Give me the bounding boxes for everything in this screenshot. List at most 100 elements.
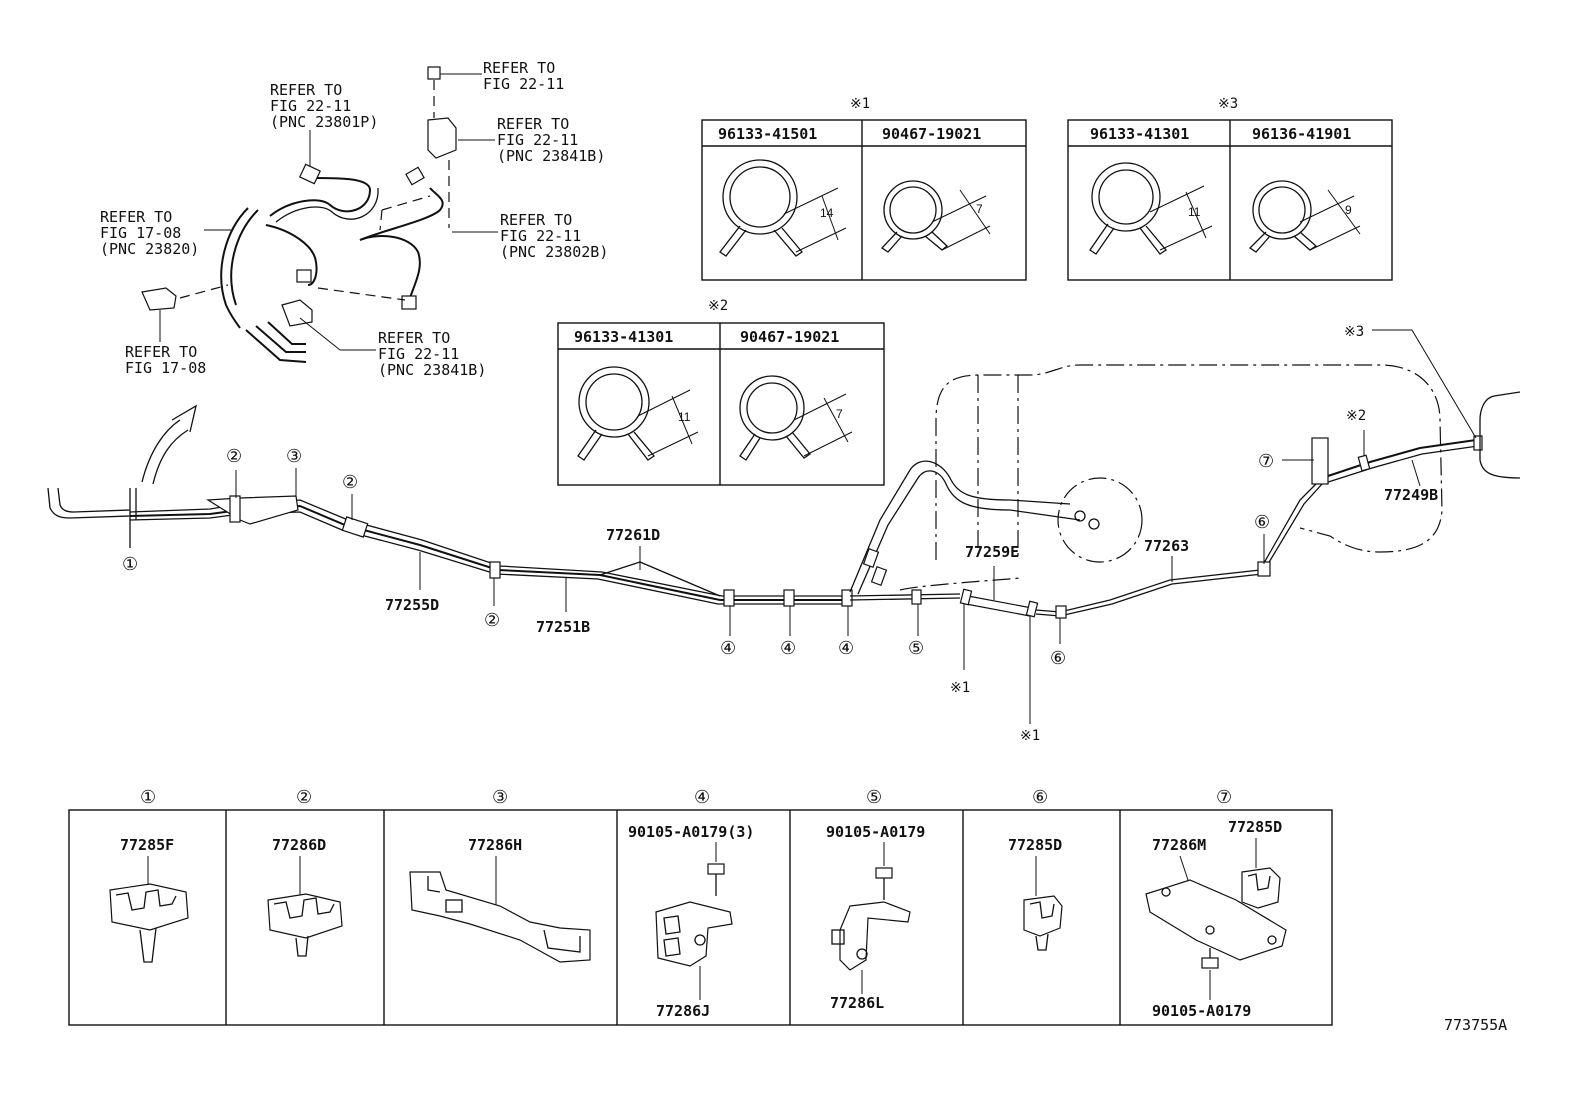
clamp-mark: ※1 [950,680,970,696]
legend-header: ② [296,787,312,807]
quick-connector [405,166,425,186]
clip [141,287,177,311]
callout-2[interactable]: ② [226,446,242,466]
clip [489,561,501,579]
legend-part-number[interactable]: 77285D [1228,818,1282,836]
hose-clamp-icon [719,159,847,257]
connector [862,548,880,568]
callout-3[interactable]: ③ [286,446,302,466]
ref-fig-22-11-23841b-bottom[interactable]: REFER TO FIG 22-11 (PNC 23841B) [378,329,486,379]
bracket [1311,437,1329,485]
bracket-77286j-icon [655,863,733,967]
callout-4[interactable]: ④ [720,638,736,658]
clip-bracket [281,299,313,327]
pipe-label-77249b[interactable]: 77249B [1384,486,1438,504]
bracket-77286l-icon [831,867,911,971]
callout-6[interactable]: ⑥ [1254,512,1270,532]
pipe-label-77263[interactable]: 77263 [1144,537,1189,555]
hose-clamp-icon [1089,162,1213,255]
callout-7[interactable]: ⑦ [1258,451,1274,471]
callout-4[interactable]: ④ [780,638,796,658]
callout-5[interactable]: ⑤ [908,638,924,658]
fuel-tube [269,177,372,217]
hard-pipe [245,329,307,363]
pipe-label-77259e[interactable]: 77259E [965,543,1019,561]
hard-pipe [267,321,306,345]
hose-clamp-icon [739,375,853,461]
callout-6[interactable]: ⑥ [1050,648,1066,668]
clamp-dimension: 14 [820,206,834,220]
legend-header: ① [140,787,156,807]
legend-part-number[interactable]: 90105-A0179(3) [628,823,754,841]
leader-line [179,284,229,299]
clamp-table-3: ※3 96133-41301 96136-41901 11 9 [1067,96,1393,281]
quick-connector [298,163,322,185]
fuel-line-routing [47,329,1521,724]
clamp-table-1: ※1 96133-41501 90467-19021 14 7 [701,96,1027,281]
ref-fig-17-08-23820[interactable]: REFER TO FIG 17-08 (PNC 23820) [100,208,199,258]
legend-part-number[interactable]: 77286H [468,836,522,854]
legend-part-number[interactable]: 90105-A0179 [1152,1002,1251,1020]
leader-line [299,317,341,351]
ref-fig-17-08[interactable]: REFER TO FIG 17-08 [125,343,206,377]
callout-4[interactable]: ④ [838,638,854,658]
bracket [206,495,299,525]
clamp-part-number[interactable]: 96136-41901 [1252,125,1351,143]
arrowhead-icon [171,404,197,433]
pipe-label-77251b[interactable]: 77251B [536,618,590,636]
legend-part-number[interactable]: 77286J [656,1002,710,1020]
hose-line [230,209,259,306]
callout-2[interactable]: ② [342,472,358,492]
clamp-part-number[interactable]: 96133-41301 [1090,125,1189,143]
pipe-label-77255d[interactable]: 77255D [385,596,439,614]
legend-part-number[interactable]: 77285F [120,836,174,854]
arrow-icon [141,419,181,483]
legend-header: ⑦ [1216,787,1232,807]
clamp-table-2: ※2 96133-41301 90467-19021 11 7 [557,298,885,486]
legend-header: ⑤ [866,787,882,807]
legend-part-number[interactable]: 90105-A0179 [826,823,925,841]
connector [870,566,888,586]
bracket-77286m-icon [1145,867,1287,969]
callout-1[interactable]: ① [122,554,138,574]
hose-clamp [1473,435,1483,451]
clip [229,495,241,523]
ref-fig-22-11-23801p[interactable]: REFER TO FIG 22-11 (PNC 23801P) [270,81,378,131]
hose-clamp-icon [1248,180,1361,253]
ref-fig-22-11-bolt[interactable]: REFER TO FIG 22-11 [483,59,564,93]
hose [965,595,1033,617]
legend-part-number[interactable]: 77285D [1008,836,1062,854]
legend-part-number[interactable]: 77286D [272,836,326,854]
figure-id: 773755A [1444,1016,1507,1034]
clamp-part-number[interactable]: 96133-41301 [574,328,673,346]
clamp-part-number[interactable]: 96133-41501 [718,125,817,143]
legend-part-number[interactable]: 77286M [1152,836,1206,854]
clip [1257,561,1271,577]
leader-line [317,287,406,301]
hose-line [220,207,249,329]
pipe-label-77261d[interactable]: 77261D [606,526,660,544]
ref-fig-22-11-23802b[interactable]: REFER TO FIG 22-11 (PNC 23802B) [500,211,608,261]
clamp-part-number[interactable]: 90467-19021 [740,328,839,346]
clamp-dimension: 11 [1188,205,1201,219]
callout-2[interactable]: ② [484,610,500,630]
clip [783,589,795,607]
ref-fig-22-11-23841b-top[interactable]: REFER TO FIG 22-11 (PNC 23841B) [497,115,605,165]
fuel-tube [359,235,421,299]
clamp-mark: ※1 [1020,728,1040,744]
legend-part-number[interactable]: 77286L [830,994,884,1012]
fuel-tube [265,224,318,286]
clamp-dimension: 7 [976,202,983,216]
bracket [427,117,457,159]
quick-connector [296,269,312,283]
hose-clamp [1025,600,1039,618]
legend-header: ④ [694,787,710,807]
clamp-part-number[interactable]: 90467-19021 [882,125,981,143]
fuel-tube [275,187,379,223]
legend-header: ⑥ [1032,787,1048,807]
legend-header: ③ [492,787,508,807]
clamp-mark: ※2 [1346,408,1366,424]
hose-clamp [959,588,973,606]
clip [911,589,922,605]
